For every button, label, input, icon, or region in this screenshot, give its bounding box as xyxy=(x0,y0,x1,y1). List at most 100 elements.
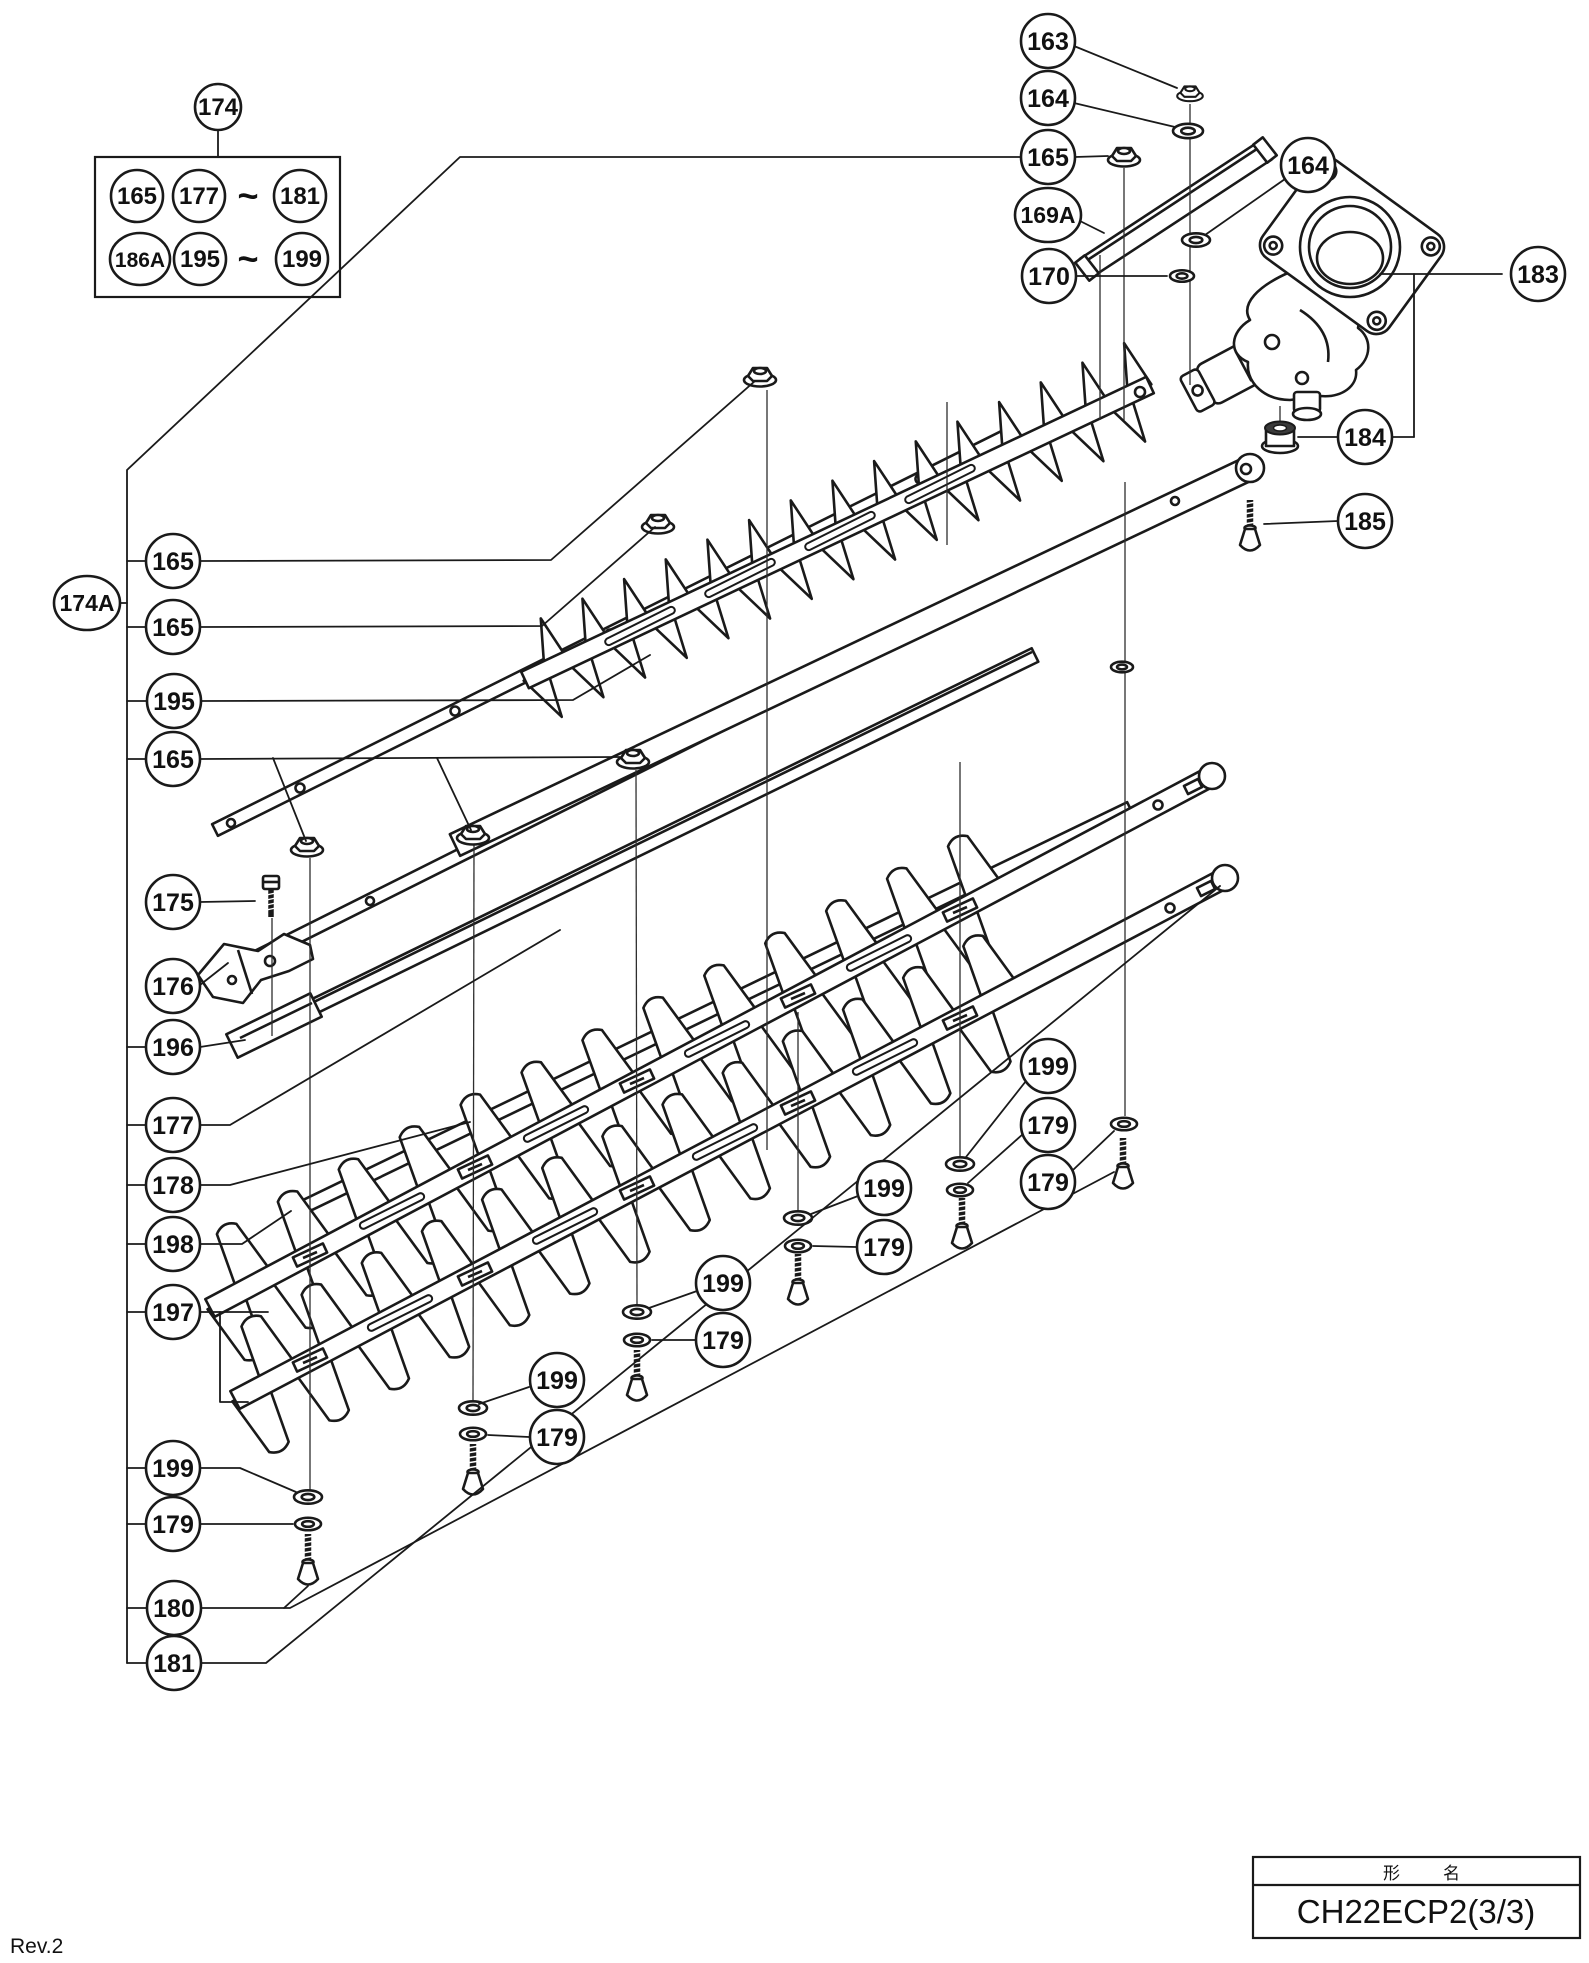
ref-circle xyxy=(171,168,227,224)
leader-line xyxy=(1074,155,1109,158)
callout-circle xyxy=(144,598,202,656)
ref-circle-181: 181 xyxy=(272,168,328,224)
callout-circle xyxy=(144,1215,202,1273)
screw-thread xyxy=(791,1260,805,1264)
screw-thread xyxy=(301,1550,315,1554)
flange-ear-hole xyxy=(1371,316,1382,326)
model-header-left: 形 xyxy=(1383,1864,1401,1883)
washer-hole xyxy=(1175,272,1189,280)
callout-label: 195 xyxy=(153,688,195,716)
leader-line xyxy=(199,1039,246,1048)
leader-line xyxy=(272,757,307,842)
callout-label: 165 xyxy=(152,548,194,576)
ref-circle xyxy=(274,231,330,287)
washer-hole xyxy=(300,1519,316,1529)
blade-screw xyxy=(1238,500,1262,552)
blade-bracket xyxy=(196,932,315,1005)
screw-thread xyxy=(791,1265,805,1269)
leader-line xyxy=(199,654,651,702)
washer-hole xyxy=(790,1241,806,1251)
callout-label: 199 xyxy=(863,1175,905,1203)
screw-thread xyxy=(1243,516,1257,520)
callout-label: 178 xyxy=(152,1172,194,1200)
hole xyxy=(364,895,376,907)
gear-case-screw-boss xyxy=(1294,370,1310,386)
callout-165: 165 xyxy=(1019,128,1077,186)
callout-175: 175 xyxy=(144,873,202,931)
screw-thread xyxy=(301,1540,315,1544)
screw-thread xyxy=(791,1275,805,1279)
nut-top xyxy=(625,748,641,758)
screw-thread xyxy=(301,1555,315,1559)
blade-slot-inner xyxy=(533,1209,597,1243)
gear-case-body-line xyxy=(1299,308,1330,363)
blade-screw xyxy=(625,1350,649,1402)
hole xyxy=(1133,385,1147,399)
hole xyxy=(1169,495,1181,507)
callout-181: 181 xyxy=(145,1634,203,1692)
cutter-blade-upper-notch xyxy=(1182,777,1204,796)
callout-circle xyxy=(144,957,202,1015)
callout-label: 175 xyxy=(152,889,194,917)
gear-case-output-end xyxy=(1291,406,1323,422)
ref-circle-label: 199 xyxy=(282,246,322,273)
flange-nut xyxy=(615,748,651,770)
callout-label: 179 xyxy=(536,1424,578,1452)
leader-line xyxy=(219,1311,269,1403)
callout-label: 196 xyxy=(152,1034,194,1062)
ref-circle xyxy=(272,168,328,224)
callout-circle xyxy=(1019,1037,1077,1095)
ref-circle xyxy=(172,231,228,287)
screw-thread xyxy=(466,1445,480,1449)
callout-179: 179 xyxy=(855,1218,913,1276)
callout-circle xyxy=(1020,247,1078,305)
callout-label: 197 xyxy=(152,1299,194,1327)
screw-thread xyxy=(1116,1154,1130,1158)
blade-slot-inner xyxy=(906,465,974,503)
screw-thread xyxy=(466,1460,480,1464)
callout-label: 183 xyxy=(1517,261,1559,289)
blade-screw xyxy=(950,1198,974,1250)
screw-thread xyxy=(466,1455,480,1459)
leader-line xyxy=(199,1121,471,1186)
callout-179: 179 xyxy=(1019,1153,1077,1211)
callout-196: 196 xyxy=(144,1018,202,1076)
washer-hole xyxy=(1179,126,1197,136)
callout-circle xyxy=(1019,69,1077,127)
cutter-blade-lower-end xyxy=(1210,863,1240,893)
hole xyxy=(225,817,237,829)
hole xyxy=(1239,462,1253,476)
callout-label: 174 xyxy=(198,94,239,121)
washer-hole xyxy=(790,1213,806,1223)
callout-label: 180 xyxy=(153,1595,195,1623)
leader-line xyxy=(812,1245,857,1248)
ref-circle-199: 199 xyxy=(274,231,330,287)
leader-line-layer xyxy=(117,45,1503,1664)
leader-line xyxy=(199,929,561,1126)
callout-circle xyxy=(52,574,122,632)
leader-line xyxy=(126,156,1021,1664)
callout-circle xyxy=(528,1408,586,1466)
callout-circle xyxy=(1013,186,1083,244)
screw-thread xyxy=(1116,1159,1130,1163)
model-name: CH22ECP2(3/3) xyxy=(1297,1893,1535,1930)
screw-head xyxy=(296,1561,320,1586)
callout-label: 185 xyxy=(1344,508,1386,536)
callout-184: 184 xyxy=(1336,408,1394,466)
callout-label: 181 xyxy=(153,1650,195,1678)
screw-thread xyxy=(266,907,276,911)
leader-line xyxy=(283,1585,309,1609)
callout-circle xyxy=(144,1495,202,1553)
callout-circle xyxy=(694,1311,752,1369)
callout-170: 170 xyxy=(1020,247,1078,305)
screw-head xyxy=(461,1471,485,1496)
callout-177: 177 xyxy=(144,1096,202,1154)
leader-line xyxy=(199,900,256,903)
callout-199: 199 xyxy=(855,1159,913,1217)
assembly-axis xyxy=(635,769,638,1306)
callout-195: 195 xyxy=(145,672,203,730)
blade-slot-inner xyxy=(368,1296,432,1330)
